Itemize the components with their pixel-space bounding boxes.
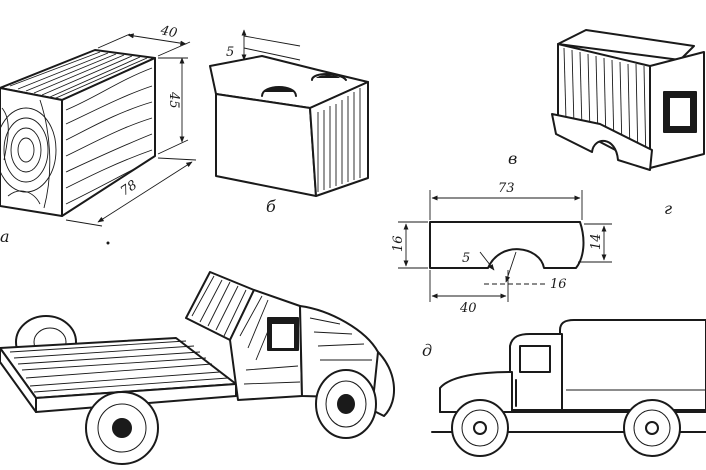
- label-d: д: [422, 341, 432, 360]
- dim-line-block-length: [97, 161, 193, 223]
- label-b: б: [266, 197, 276, 216]
- label-g: г: [664, 199, 672, 218]
- figure-b-cab-block: 5 б: [209, 29, 369, 216]
- dim-block-height: 45: [166, 91, 181, 109]
- truck-cab: [185, 271, 303, 401]
- dim-arch-offset: 40: [459, 301, 477, 316]
- dim-line-block-depth: [127, 33, 187, 46]
- truck-front-fender: [371, 351, 396, 417]
- cab-part-roof: [557, 29, 695, 61]
- dim-overall-length: 73: [498, 181, 515, 196]
- figure-d-truck-side-view: д: [422, 319, 706, 457]
- block-end-face: [0, 87, 63, 217]
- dim-cab-notch: 5: [226, 45, 234, 60]
- isometric-wooden-truck: [0, 271, 396, 465]
- truck-cargo-body: [559, 319, 706, 411]
- dim-block-depth: 40: [158, 23, 178, 41]
- side-profile-drawing: 73 16 14 5 16 40: [391, 181, 612, 316]
- truck-rear-wheel-near: [85, 391, 159, 465]
- dim-left-height: 16: [391, 235, 406, 252]
- figure-g-cab-part: в г: [508, 29, 705, 218]
- truck-side-rear-wheel: [623, 399, 681, 457]
- dim-line-arch-radius: [479, 251, 495, 271]
- cab-block-notch-left: [261, 86, 297, 97]
- label-v: в: [508, 149, 517, 168]
- dim-right-height: 14: [589, 233, 604, 250]
- cab-block-side-grain: [317, 88, 361, 192]
- dim-arch-width: 16: [550, 277, 567, 292]
- figure-a-wood-block: 40 45 78 а: [0, 23, 197, 246]
- truck-front-wheel: [315, 369, 377, 439]
- dim-block-length: 78: [118, 178, 140, 200]
- dim-arch-radius: 5: [462, 251, 470, 266]
- side-profile-outline: [429, 221, 585, 269]
- cab-block-notch-right: [311, 73, 347, 81]
- truck-side-window: [519, 345, 551, 373]
- block-end-grain: [0, 99, 57, 209]
- cab-part-base: [551, 113, 653, 171]
- cab-block-front: [215, 93, 317, 197]
- label-a: а: [0, 227, 10, 246]
- truck-side-front-wheel: [451, 399, 509, 457]
- truck-side-hood: [439, 371, 513, 413]
- cab-block-side: [309, 81, 369, 197]
- block-top-grain: [9, 51, 148, 99]
